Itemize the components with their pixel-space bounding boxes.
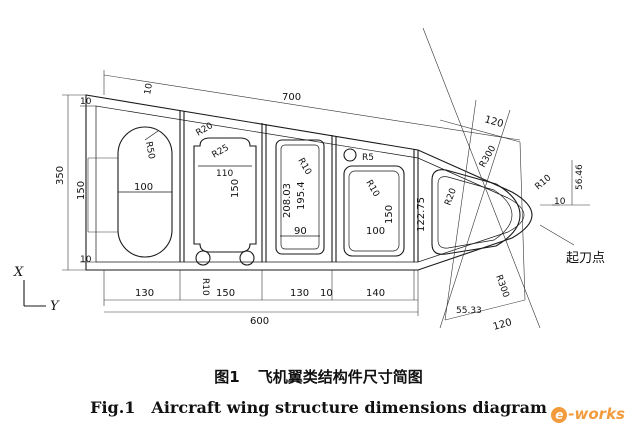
dim-bay2-radius-a: R20 [195, 121, 216, 139]
figure-number-cn: 图1 [214, 368, 240, 386]
bay1-pocket [117, 126, 173, 258]
dim-bay2-width: 150 [216, 288, 235, 299]
figure-number-en: Fig.1 [90, 398, 136, 417]
dim-nose-radius-a: R20 [443, 187, 459, 207]
figure-title-en: Aircraft wing structure dimensions diagr… [151, 398, 547, 417]
dim-nose-height: 122.75 [416, 197, 427, 232]
dim-bay3-height-a: 208.03 [282, 183, 293, 218]
dim-bay1-radius: R50 [143, 141, 156, 160]
bay3-pocket [275, 139, 325, 255]
dim-bay3-pocket-width: 90 [294, 226, 307, 237]
dim-bay3-width: 130 [290, 288, 309, 299]
rib-dividers [179, 110, 419, 262]
dim-nose-top-width: 120 [483, 114, 504, 130]
dim-bay2-pocket-height: 150 [230, 179, 241, 198]
dim-bay2-radius-b: R25 [211, 143, 231, 161]
dim-bay4-pocket-width: 100 [366, 226, 385, 237]
dim-bay4-radius: R10 [363, 179, 381, 200]
figure-caption-en: Fig.1 Aircraft wing structure dimensions … [0, 398, 637, 417]
dim-bay2-pocket-width: 110 [216, 169, 233, 179]
tool-entry-point-label: 起刀点 [566, 251, 605, 266]
dim-bay3-height-b: 195.4 [296, 181, 307, 210]
dim-bay1-pocket-width: 100 [134, 182, 153, 193]
nose-pocket [431, 169, 521, 255]
dim-bay2-hole-radius: R10 [200, 278, 210, 296]
dim-nose-bottom-offset: 55.33 [456, 306, 482, 316]
dim-overall-top: 700 [282, 92, 301, 103]
dim-nose-arc-bottom: R300 [493, 274, 511, 300]
dim-nose-radius-b: R10 [534, 173, 554, 192]
axis-indicator: X Y [13, 265, 60, 314]
dim-flange-top: 10 [80, 97, 92, 107]
dim-nose-bottom-width: 120 [492, 317, 513, 333]
construction-lines [422, 27, 575, 329]
figure-title-cn: 飞机翼类结构件尺寸简图 [257, 368, 423, 386]
dimension-labels: 700 600 350 10 10 10 130 100 150 R50 150… [55, 82, 585, 333]
figure-caption-cn: 图1 飞机翼类结构件尺寸简图 [0, 366, 637, 387]
dim-bay4-width: 140 [366, 288, 385, 299]
axis-y-label: Y [50, 299, 60, 314]
dim-nose-arc-top: R300 [478, 144, 499, 170]
dim-nose-tip: 10 [554, 197, 566, 207]
wing-structure-drawing: 700 600 350 10 10 10 130 100 150 R50 150… [13, 27, 605, 333]
dim-bay1-pocket-height: 150 [76, 181, 87, 200]
dim-flange-slope: 10 [143, 82, 155, 95]
dim-bay4-pocket-height: 150 [384, 205, 395, 224]
dim-nose-offset: 56.46 [575, 164, 585, 190]
watermark-text: -works [568, 405, 625, 423]
watermark-mark: e [551, 407, 568, 423]
axis-x-label: X [13, 265, 24, 280]
dim-flange-bottom: 10 [80, 255, 92, 265]
dimension-lines [23, 70, 590, 316]
dim-bay4-hole-radius: R5 [362, 153, 374, 163]
e-works-watermark: e-works [551, 405, 625, 423]
dim-overall-bottom: 600 [250, 316, 269, 327]
dim-bay1-width: 130 [135, 288, 154, 299]
dim-bay3-web: 10 [320, 288, 333, 299]
dim-bay3-radius: R10 [295, 157, 313, 178]
bay2-pocket [193, 137, 257, 266]
dim-height-left: 350 [55, 166, 66, 185]
bay4-pocket [343, 148, 405, 257]
